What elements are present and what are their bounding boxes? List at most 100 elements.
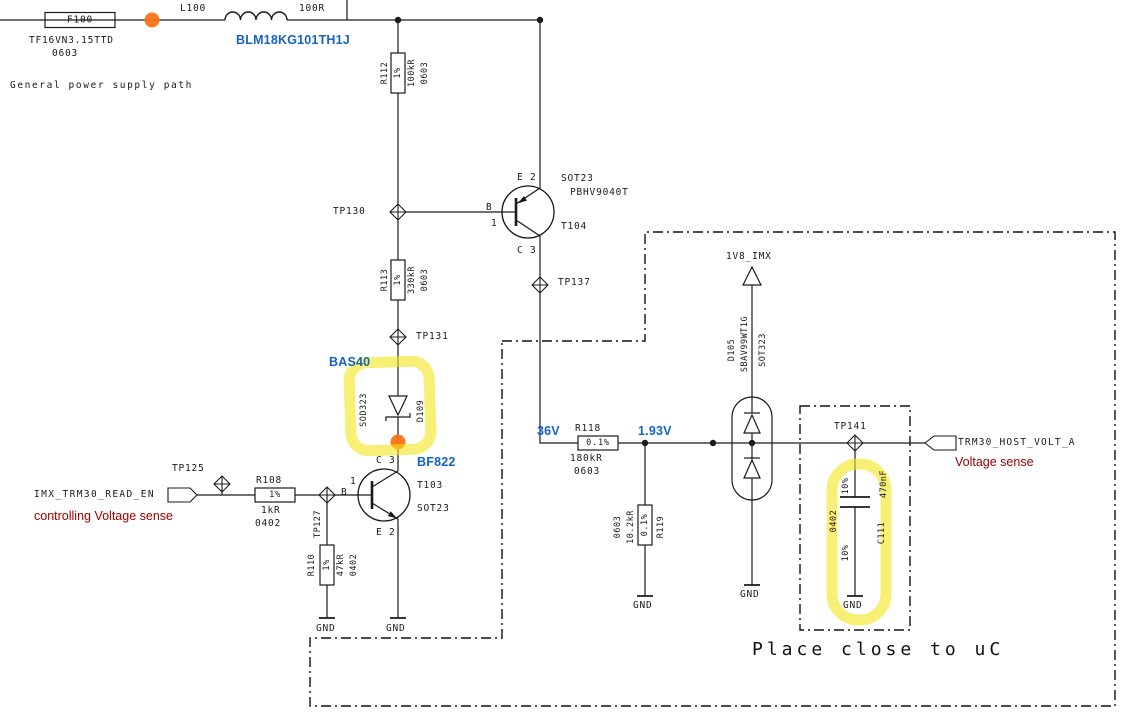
place-note: Place close to uC — [752, 639, 1005, 660]
r110-ref: R110 — [307, 553, 317, 577]
r110-tol: 1% — [322, 559, 332, 571]
t103-ref: T103 — [417, 480, 444, 491]
resistor-r118 — [577, 435, 619, 451]
testpoint-tp125-symbol — [213, 475, 231, 493]
power-arrow-1v8 — [742, 265, 762, 286]
t103-part: BF822 — [417, 455, 456, 469]
t103-pkg: SOT23 — [417, 503, 450, 514]
resistor-r112 — [390, 52, 406, 94]
place-close-box — [799, 405, 911, 631]
d105-pkg: SOT323 — [758, 333, 768, 367]
gnd-label-c111: GND — [843, 600, 863, 611]
t103-pin-e: E 2 — [376, 527, 396, 538]
input-signal: IMX_TRM30_READ_EN — [34, 489, 156, 500]
d109-part: BAS40 — [329, 355, 371, 369]
capacitor-c111-symbol — [840, 496, 870, 508]
net-36v: 36V — [537, 424, 560, 438]
orange-markers — [144, 12, 406, 450]
r113-ref: R113 — [380, 268, 390, 292]
r118-size: 0603 — [574, 466, 601, 477]
resistor-r119 — [637, 504, 653, 546]
c111-size: 0402 — [829, 509, 839, 533]
r112-ref: R112 — [380, 61, 390, 85]
inductor-part: BLM18KG101TH1J — [236, 33, 350, 47]
t104-ref: T104 — [561, 221, 588, 232]
inductor-ref: L100 — [180, 3, 207, 14]
path-caption: General power supply path — [10, 80, 193, 91]
d105-part: SBAV99WT1G — [740, 315, 750, 373]
dual-diode-d105-symbol — [731, 396, 773, 501]
testpoint-tp127-label: TP127 — [313, 509, 323, 539]
wire-t104-collector — [515, 219, 578, 444]
net-1v8: 1V8_IMX — [726, 251, 772, 262]
highlight-d109 — [343, 355, 437, 457]
layout-region-border — [309, 231, 1116, 707]
inductor-l100-symbol — [224, 11, 288, 21]
wire-top-rail — [0, 0, 540, 21]
resistor-bodies — [254, 52, 653, 586]
fuse-f100 — [44, 11, 116, 29]
t103-pin-c: C 3 — [376, 455, 396, 466]
inductor-value: 100R — [299, 3, 326, 14]
testpoint-tp131-symbol — [389, 328, 407, 346]
wire-t103-collector — [371, 470, 399, 488]
r110-size: 0402 — [349, 553, 359, 577]
resistor-r113 — [390, 259, 406, 301]
c111-ref: C111 — [877, 521, 887, 545]
orange-marker-top — [144, 12, 160, 28]
r108-size: 0402 — [255, 518, 282, 529]
testpoint-tp131-label: TP131 — [416, 331, 449, 342]
gnd-label-d105: GND — [740, 589, 760, 600]
fuse-part: TF16VN3.15TTD — [29, 35, 114, 46]
t104-pin-b: B — [486, 202, 493, 213]
r113-tol: 1% — [393, 274, 403, 286]
t104-pkg: SOT23 — [561, 173, 594, 184]
r113-value: 330kR — [407, 265, 417, 295]
gnd-label-r119: GND — [633, 600, 653, 611]
gnd-label-t103: GND — [386, 623, 406, 634]
r112-tol: 1% — [393, 67, 403, 79]
resistor-r108 — [254, 487, 296, 503]
gnd-symbols — [319, 584, 863, 619]
r108-tol: 1% — [269, 490, 281, 500]
r108-ref: R108 — [256, 475, 283, 486]
junction-dots — [394, 16, 756, 447]
fuse-ref: F100 — [66, 14, 94, 26]
r119-ref: R119 — [656, 515, 666, 539]
r118-tol: 0.1% — [586, 438, 610, 448]
r108-value: 1kR — [261, 505, 281, 516]
c111-tol-upper: 10% — [841, 477, 851, 495]
d105-ref: D105 — [727, 338, 737, 362]
t104-pin-b-num: 1 — [491, 218, 498, 229]
input-note: controlling Voltage sense — [34, 509, 173, 523]
testpoint-tp130-symbol — [389, 203, 407, 221]
highlight-c111 — [826, 458, 892, 626]
r119-tol: 0.1% — [640, 513, 650, 537]
testpoint-tp137-label: TP137 — [558, 277, 591, 288]
input-tag-shape — [167, 487, 198, 503]
r119-value: 10.2kR — [626, 510, 636, 544]
d109-ref: D109 — [416, 399, 426, 423]
wire-layer — [0, 0, 925, 618]
resistor-r110 — [319, 544, 335, 586]
fuse-size: 0603 — [52, 48, 79, 59]
r110-value: 47kR — [336, 553, 346, 577]
t104-part: PBHV9040T — [570, 187, 629, 198]
r119-size: 0603 — [613, 515, 623, 539]
output-tag-shape — [924, 435, 957, 451]
c111-value: 470nF — [879, 469, 889, 499]
r118-ref: R118 — [575, 423, 602, 434]
r113-size: 0603 — [420, 268, 430, 292]
d109-pkg: SOD323 — [359, 393, 369, 427]
highlight-marks — [343, 355, 892, 626]
wire-t103-emitter — [371, 502, 399, 618]
transistor-t103-symbol — [357, 468, 411, 522]
r112-value: 100kR — [407, 58, 417, 88]
testpoint-symbols — [213, 203, 864, 504]
testpoint-tp137-symbol — [531, 276, 549, 294]
diode-d109-symbol — [385, 395, 411, 421]
t103-pin-b-num: 1 — [350, 476, 357, 487]
net-193v: 1.93V — [638, 424, 672, 438]
t104-pin-e: E 2 — [517, 172, 537, 183]
